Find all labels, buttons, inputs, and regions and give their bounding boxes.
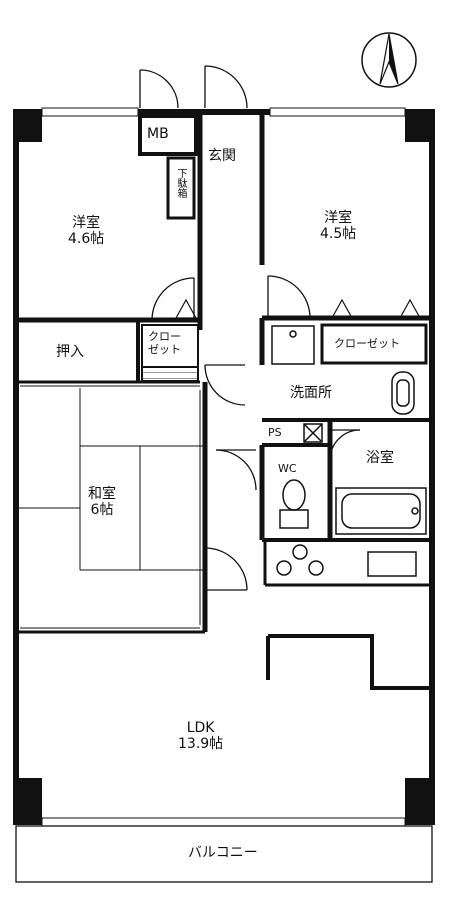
western-room-right-size: 4.5帖 [320, 226, 357, 242]
closet-right-box [320, 323, 428, 365]
entrance-label: 玄関 [208, 148, 236, 164]
pipe-space-box [303, 423, 323, 443]
closet-small-label: クロー ゼット [148, 330, 181, 356]
windows [41, 107, 406, 827]
western-room-left-label: 洋室 4.6帖 [68, 215, 104, 247]
shoe-box-label: 下駄箱 [175, 168, 186, 198]
door-swings [151, 275, 361, 591]
closet-right-label: クローゼット [334, 337, 400, 350]
oshiire-label: 押入 [56, 344, 84, 360]
ldk-name: LDK [186, 720, 215, 736]
pipe-space-label: PS [268, 426, 282, 439]
balcony-label: バルコニー [188, 845, 258, 861]
balcony [15, 825, 433, 883]
columns [16, 112, 432, 822]
closet-small-line1: クロー [148, 330, 181, 343]
toilet-label: WC [278, 462, 297, 475]
western-room-left-size: 4.6帖 [68, 231, 105, 247]
washroom-fixtures [271, 325, 415, 415]
western-room-right-name: 洋室 [324, 210, 353, 226]
toilet-fixture [279, 479, 309, 529]
kitchen-fixtures [276, 544, 417, 577]
closet-doors [174, 298, 422, 319]
japanese-room-name: 和室 [88, 486, 116, 502]
washitsu-sliding-doors [20, 385, 201, 629]
meter-box-label: MB [147, 126, 169, 142]
japanese-room-size: 6帖 [90, 502, 114, 518]
washroom-label: 洗面所 [290, 385, 332, 401]
japanese-room-label: 和室 6帖 [88, 486, 116, 518]
interior-walls [16, 112, 432, 690]
ldk-size: 13.9帖 [178, 736, 224, 752]
tatami-lines [16, 388, 205, 571]
ldk-label: LDK 13.9帖 [178, 720, 223, 752]
closet-small-box [141, 324, 199, 382]
closet-small-line2: ゼット [148, 343, 181, 356]
bathtub-fixture [335, 487, 427, 535]
bathroom-label: 浴室 [366, 450, 394, 466]
compass [361, 32, 417, 88]
entry-doors [139, 65, 248, 114]
western-room-left-name: 洋室 [72, 215, 101, 231]
western-room-right-label: 洋室 4.5帖 [320, 210, 356, 242]
